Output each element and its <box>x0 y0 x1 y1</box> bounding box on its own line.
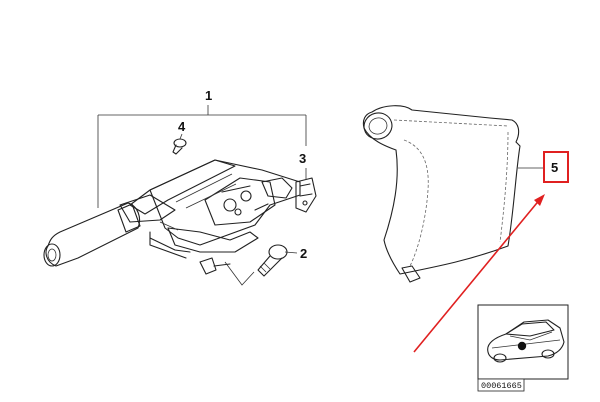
leader-2 <box>284 251 298 254</box>
callout-2: 2 <box>300 246 307 261</box>
car-thumbnail: 00061665 <box>477 304 569 392</box>
bolt-part-2 <box>257 244 288 277</box>
location-dot <box>517 341 527 351</box>
red-arrow <box>413 194 545 353</box>
leader-rod <box>224 261 255 286</box>
clip-part <box>295 177 317 213</box>
thumbnail-code: 00061665 <box>481 381 522 391</box>
callout-4: 4 <box>178 119 186 134</box>
leaders-1 <box>97 105 307 208</box>
lever-boot-cover <box>362 105 521 283</box>
callout-1: 1 <box>205 88 212 103</box>
screw-part-4 <box>172 138 187 155</box>
leader-4 <box>179 133 183 140</box>
thumbnail-code-box <box>477 378 525 392</box>
callout-5: 5 <box>551 160 558 175</box>
handbrake-lever-assembly <box>43 159 301 275</box>
highlight-box-5 <box>543 151 569 183</box>
callout-3: 3 <box>299 151 306 166</box>
